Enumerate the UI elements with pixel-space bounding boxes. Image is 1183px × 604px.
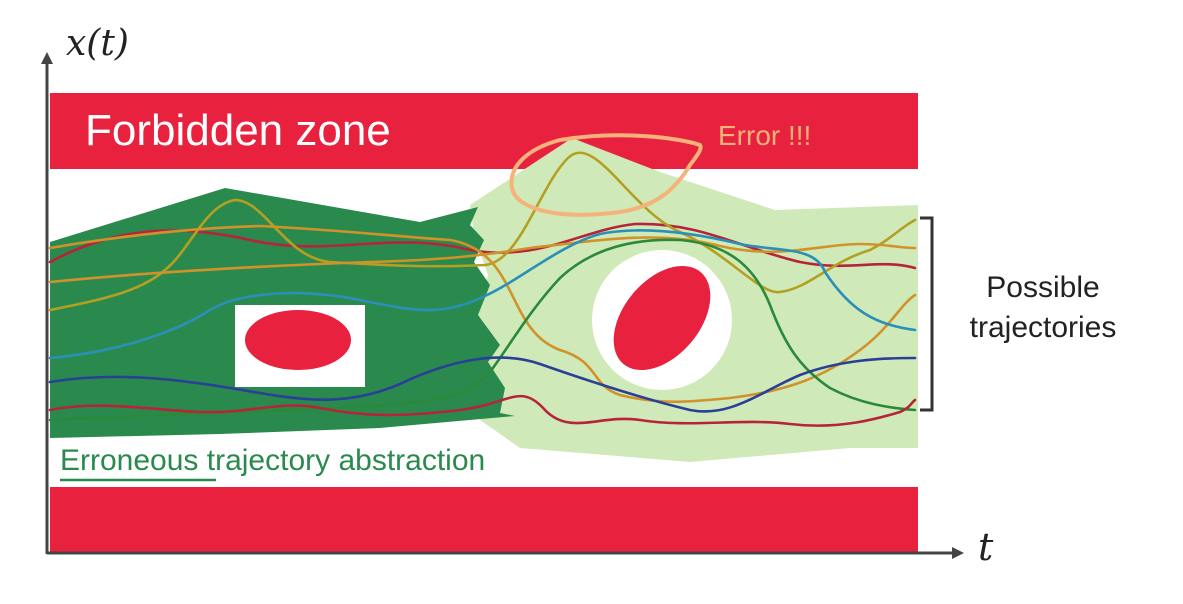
abstraction-label: Erroneous trajectory abstraction	[60, 444, 485, 477]
trajectory-teal	[48, 229, 917, 360]
forbidden-zone-top	[50, 93, 918, 169]
trajectory-orange-lower	[48, 224, 917, 404]
abstraction-label-underlined: Erroneous	[60, 444, 198, 477]
error-highlight-loop	[509, 133, 703, 217]
error-label: Error !!!	[718, 120, 811, 151]
y-axis-label: x(t)	[66, 23, 129, 64]
trajectory-red-upper	[48, 222, 917, 270]
trajectory-green	[48, 238, 917, 422]
obstacle-2	[613, 265, 711, 371]
possible-trajectories-label-line2: trajectories	[970, 311, 1117, 344]
trajectories	[48, 151, 917, 427]
obstacle-1	[245, 310, 351, 370]
x-axis-label: t	[978, 525, 994, 569]
forbidden-zone-bottom	[50, 487, 918, 553]
possible-trajectories-bracket	[920, 216, 934, 412]
trajectory-red-lower	[48, 394, 917, 427]
abstraction-label-rest: trajectory abstraction	[198, 444, 485, 477]
possible-trajectories-label-line1: Possible	[986, 271, 1099, 304]
trajectory-orange-upper	[48, 236, 917, 284]
trajectory-navy	[48, 356, 917, 413]
forbidden-zone-label: Forbidden zone	[85, 106, 391, 155]
